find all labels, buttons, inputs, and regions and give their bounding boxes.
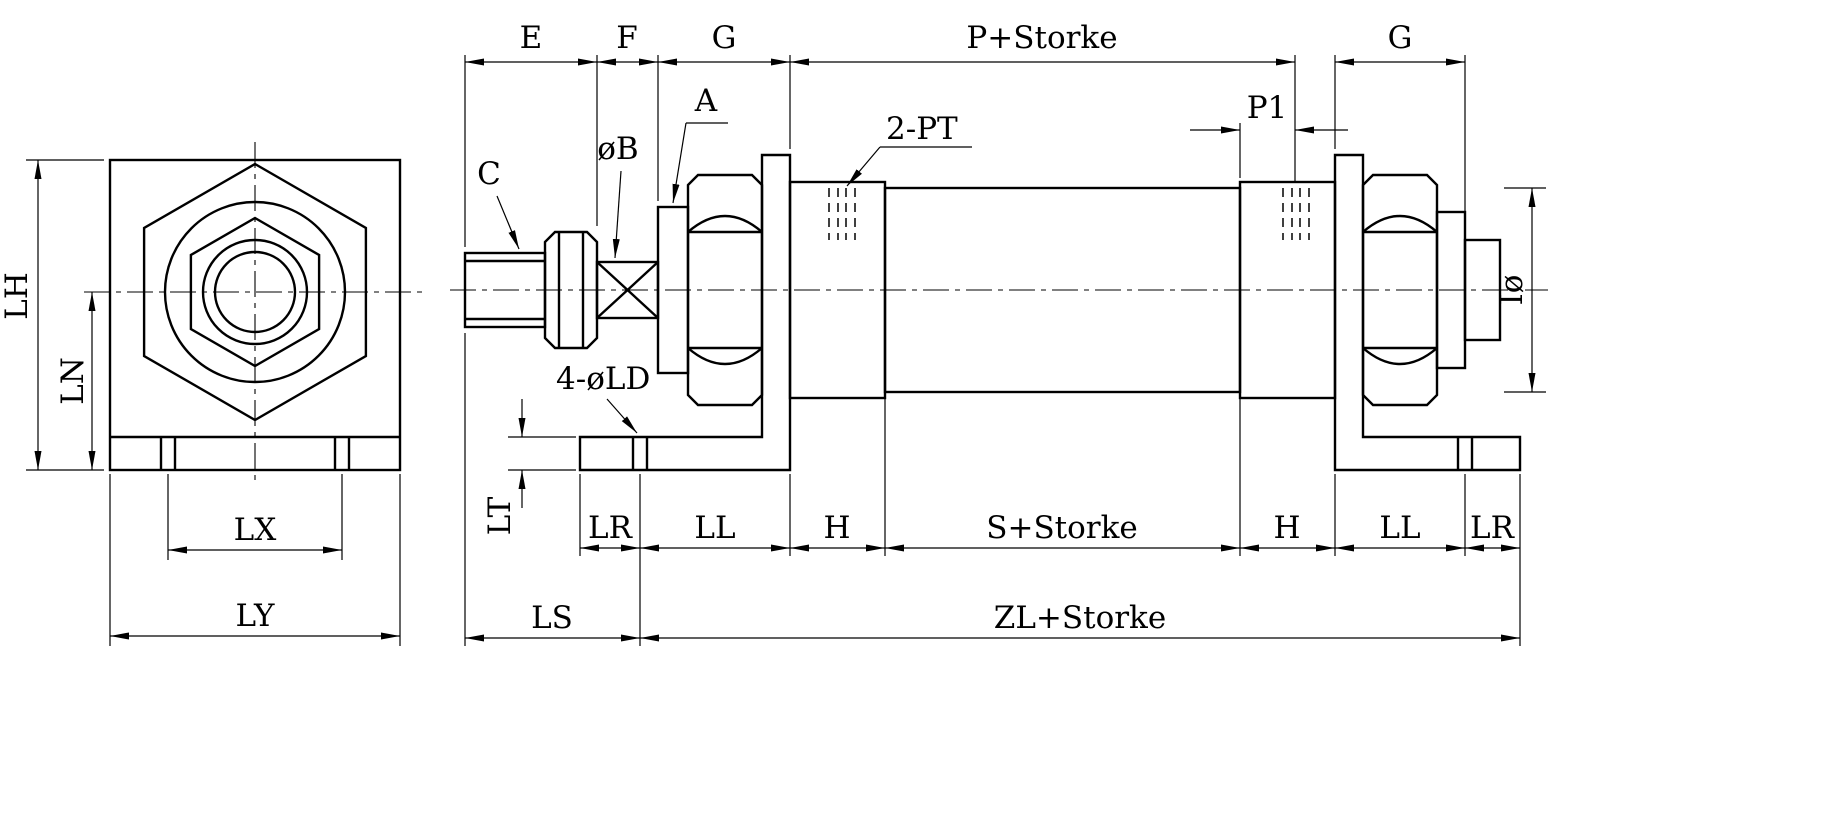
side-view xyxy=(463,153,1522,472)
dim-label-ll-right: LL xyxy=(1379,510,1420,546)
inner-hex-outline xyxy=(189,216,321,368)
nut-chamfer-arc xyxy=(687,347,763,366)
dim-label-io: Iø xyxy=(1494,275,1530,306)
callout-label-pt: 2-PT xyxy=(886,111,958,147)
dim-label-h-left: H xyxy=(823,510,850,546)
nut-chamfer-arc xyxy=(1362,347,1438,366)
bracket-right xyxy=(1333,153,1522,472)
dim-label-ln: LN xyxy=(55,357,91,405)
leader-line-a xyxy=(672,122,687,204)
callout-label-ob: øB xyxy=(597,131,638,167)
front-view-dimensions: LH LN LX LY xyxy=(0,159,401,646)
port-hidden-lines xyxy=(828,188,1310,240)
dim-label-lt: LT xyxy=(482,496,518,535)
leader-line-ob xyxy=(612,170,622,259)
end-boss-tip xyxy=(1463,238,1502,342)
leader-line-pt xyxy=(846,146,881,187)
nut-chamfer-circle xyxy=(163,200,347,384)
callout-label-c: C xyxy=(477,156,501,192)
rod-bore-circle xyxy=(213,250,297,334)
nut-chamfer-arc xyxy=(687,214,763,233)
ball-cross-line xyxy=(596,261,659,319)
rod-nut-side xyxy=(543,230,599,350)
boss-circle xyxy=(201,238,309,346)
callout-label-a: A xyxy=(694,83,718,119)
dim-label-s-stroke: S+Storke xyxy=(986,510,1138,546)
dim-label-h-right: H xyxy=(1273,510,1300,546)
dim-label-ls: LS xyxy=(531,600,573,636)
dim-label-p1: P1 xyxy=(1247,90,1288,126)
dim-label-ll-left: LL xyxy=(694,510,735,546)
dim-label-zl-stroke: ZL+Storke xyxy=(994,600,1166,636)
bracket-plate-front xyxy=(108,158,402,472)
nut-chamfer-arc xyxy=(1362,214,1438,233)
dim-label-lx: LX xyxy=(234,512,277,548)
dim-label-ly: LY xyxy=(235,598,275,634)
dim-label-lr-left: LR xyxy=(588,510,634,546)
mounting-nut-hex-outline xyxy=(142,162,368,422)
dim-label-g-right: G xyxy=(1388,20,1413,56)
front-view xyxy=(108,158,402,472)
callout-label-ld: 4-øLD xyxy=(556,361,650,397)
dim-label-f: F xyxy=(616,20,638,56)
dim-label-e: E xyxy=(520,20,543,56)
front-view-centerlines xyxy=(84,142,424,486)
dim-label-p-stroke: P+Storke xyxy=(966,20,1117,56)
dim-label-lr-right: LR xyxy=(1470,510,1516,546)
dim-label-g-left: G xyxy=(712,20,737,56)
mounting-nut-right xyxy=(1361,173,1439,407)
bracket-left xyxy=(578,153,792,472)
side-view-dimensions: E F G P+Storke G P1 LR LL H S+Storke H L… xyxy=(464,20,1546,646)
leader-line-ld xyxy=(606,398,638,434)
dim-label-lh: LH xyxy=(0,272,35,320)
leader-line-c xyxy=(496,195,520,250)
